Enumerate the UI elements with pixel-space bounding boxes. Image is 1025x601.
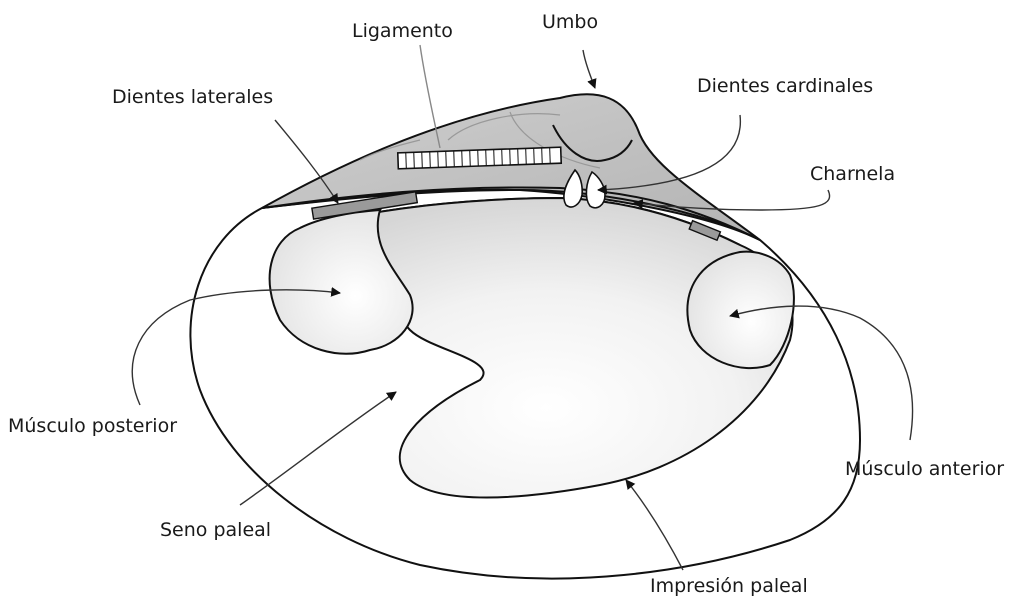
leader-umbo xyxy=(583,50,595,88)
label-dientes-cardinales: Dientes cardinales xyxy=(697,75,873,97)
label-seno-paleal: Seno paleal xyxy=(160,519,271,541)
label-charnela: Charnela xyxy=(810,163,895,185)
label-musculo-posterior: Músculo posterior xyxy=(8,415,177,437)
label-umbo: Umbo xyxy=(542,11,598,33)
label-ligamento: Ligamento xyxy=(352,20,453,42)
leader-impresion-paleal xyxy=(626,480,683,570)
label-musculo-anterior: Músculo anterior xyxy=(845,458,1004,480)
anterior-muscle-scar xyxy=(687,252,793,368)
label-impresion-paleal: Impresión paleal xyxy=(650,575,808,597)
leader-seno-paleal xyxy=(240,392,396,505)
label-dientes-laterales: Dientes laterales xyxy=(112,86,273,108)
